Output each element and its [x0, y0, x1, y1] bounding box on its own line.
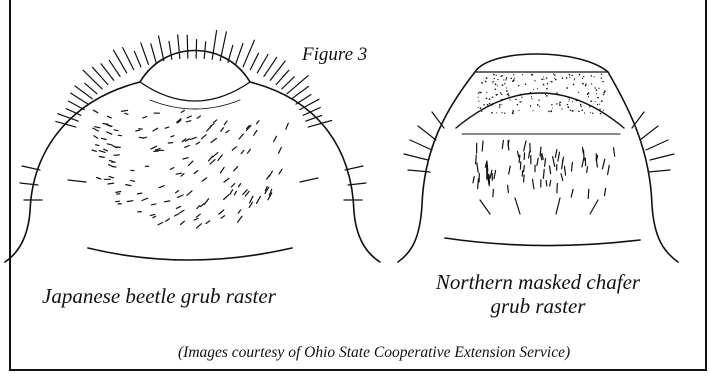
masked-chafer-raster-drawing [398, 54, 678, 262]
right-anal-slit [445, 238, 640, 246]
right-inner-arc [456, 93, 624, 128]
left-anal-slit [88, 248, 292, 260]
figure-title: Figure 3 [302, 44, 367, 66]
masked-chafer-caption-line2: grub raster [490, 294, 585, 318]
left-lip-arc [140, 82, 250, 101]
image-credit: (Images courtesy of Ohio State Cooperati… [178, 344, 570, 362]
japanese-beetle-caption: Japanese beetle grub raster [42, 284, 276, 309]
right-stipple [478, 74, 606, 115]
masked-chafer-caption: Northern masked chafer grub raster [420, 270, 656, 318]
left-body-outline [5, 51, 380, 263]
right-setae [404, 112, 674, 214]
masked-chafer-caption-line1: Northern masked chafer [436, 270, 640, 294]
